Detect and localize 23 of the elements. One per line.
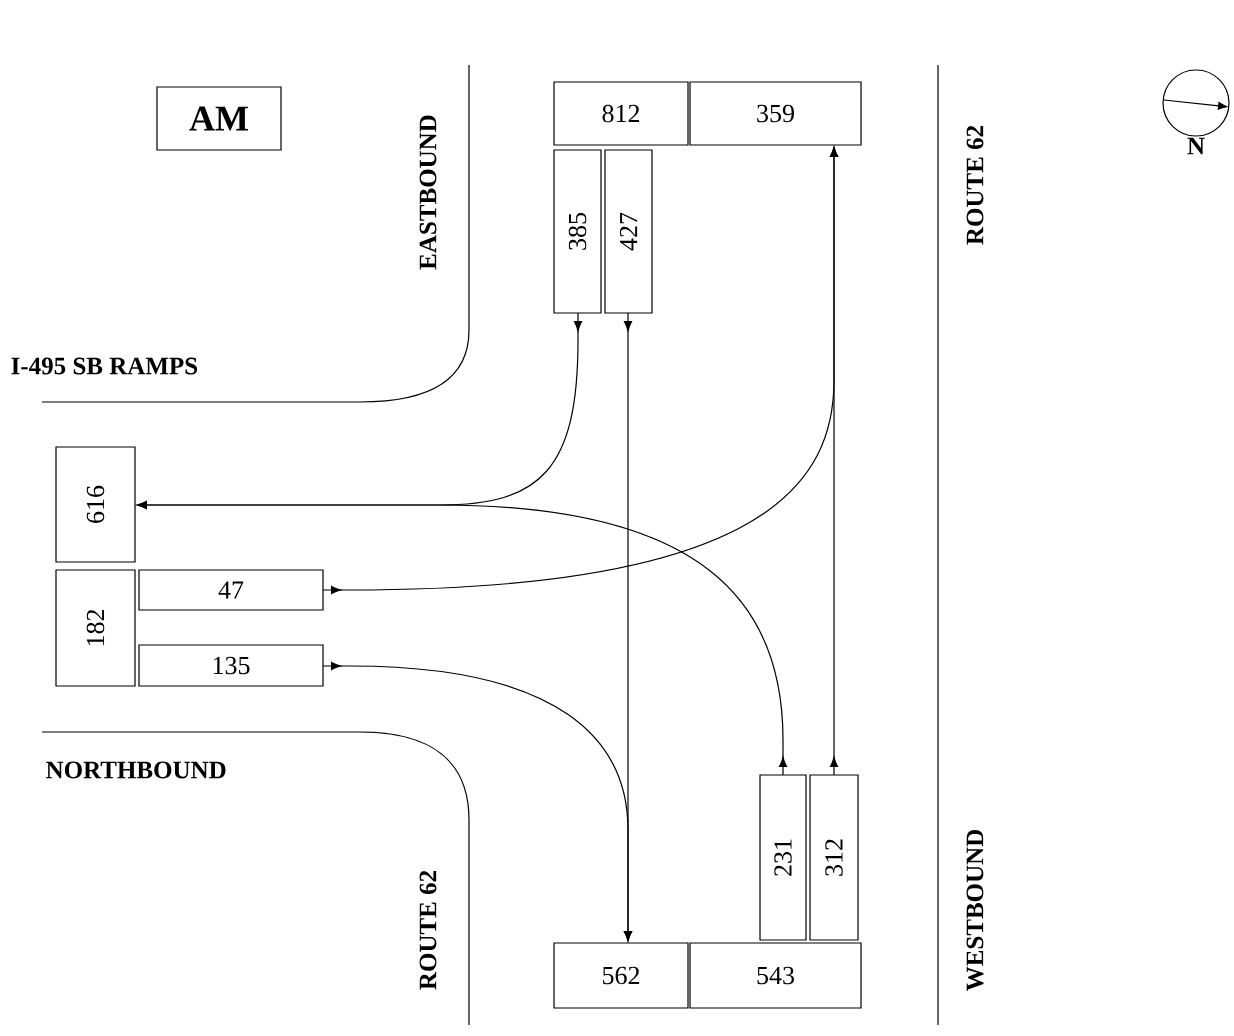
count-box: 231 xyxy=(759,774,807,941)
street-label: EASTBOUND xyxy=(419,115,437,270)
count-box: AM xyxy=(156,86,282,151)
count-box: 312 xyxy=(809,774,859,941)
count-box: 543 xyxy=(689,942,862,1009)
arrow xyxy=(322,146,839,595)
street-label: NORTHBOUND xyxy=(46,761,226,779)
street-label: I-495 SB RAMPS xyxy=(11,357,198,375)
count-box: 812 xyxy=(553,81,689,146)
count-box: 182 xyxy=(55,569,136,687)
count-box: 47 xyxy=(138,569,324,611)
count-box: 385 xyxy=(553,149,602,314)
street-label: ROUTE 62 xyxy=(419,871,437,990)
street-label: WESTBOUND xyxy=(966,830,984,991)
count-box: 427 xyxy=(604,149,653,314)
count-box: 359 xyxy=(689,81,862,146)
count-box: 135 xyxy=(138,644,324,687)
count-box: 616 xyxy=(55,446,136,563)
street-label: ROUTE 62 xyxy=(966,126,984,245)
arrow xyxy=(322,661,633,942)
arrow xyxy=(136,500,788,776)
count-box: 562 xyxy=(553,942,689,1009)
north-label: N xyxy=(1187,137,1205,155)
